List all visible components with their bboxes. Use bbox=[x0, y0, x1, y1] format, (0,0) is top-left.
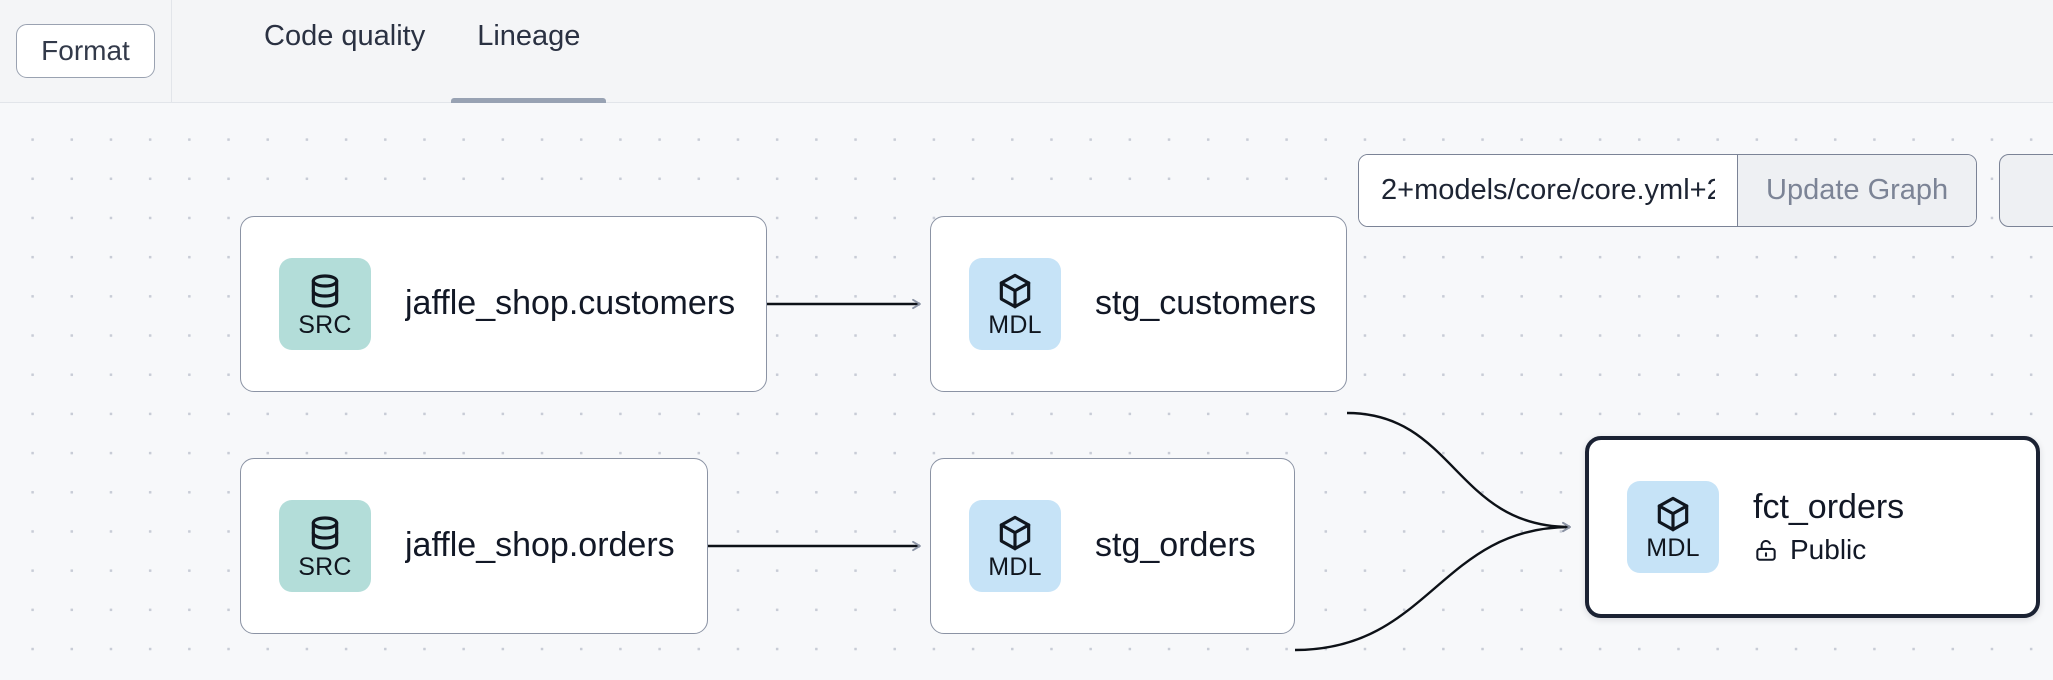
dbt-selector-input[interactable] bbox=[1359, 155, 1737, 226]
node-title: fct_orders bbox=[1753, 487, 1905, 526]
node-title: stg_orders bbox=[1095, 526, 1256, 565]
node-badge-mdl: MDL bbox=[969, 500, 1061, 592]
lineage-node-fct-orders[interactable]: MDL fct_orders Public bbox=[1585, 436, 2040, 618]
node-badge-mdl: MDL bbox=[969, 258, 1061, 350]
unlock-icon bbox=[1756, 540, 1776, 561]
lineage-canvas[interactable]: SRC jaffle_shop.customers SRC jaffle_sho… bbox=[0, 103, 2053, 680]
tab-label: Lineage bbox=[477, 19, 581, 52]
node-badge-mdl: MDL bbox=[1627, 481, 1719, 573]
edge-stgcustomers-to-fctorders bbox=[1346, 411, 1571, 533]
node-title: jaffle_shop.customers bbox=[405, 284, 736, 323]
lineage-node-stg-orders[interactable]: MDL stg_orders bbox=[930, 458, 1295, 634]
edge-stgorders-to-fctorders bbox=[1294, 521, 1571, 652]
node-badge-label: SRC bbox=[298, 552, 352, 581]
tab-code-quality[interactable]: Code quality bbox=[238, 0, 451, 103]
node-badge-label: MDL bbox=[1646, 533, 1700, 562]
tab-label: Code quality bbox=[264, 19, 426, 52]
node-visibility: Public bbox=[1753, 534, 1904, 566]
cube-icon bbox=[1657, 496, 1689, 531]
tab-underline bbox=[451, 97, 607, 103]
node-visibility-label: Public bbox=[1790, 533, 1867, 565]
node-body: jaffle_shop.customers bbox=[405, 284, 735, 323]
tab-bar: Code quality Lineage bbox=[172, 0, 2053, 103]
top-toolbar: Format Code quality Lineage bbox=[0, 0, 2053, 103]
node-body: jaffle_shop.orders bbox=[405, 526, 675, 565]
node-title: stg_customers bbox=[1095, 284, 1317, 323]
graph-toolbar: Update Graph bbox=[1358, 154, 2053, 227]
node-badge-label: MDL bbox=[988, 310, 1042, 339]
database-icon bbox=[311, 515, 339, 550]
lineage-node-jaffle-shop-orders[interactable]: SRC jaffle_shop.orders bbox=[240, 458, 708, 634]
node-body: stg_customers bbox=[1095, 284, 1316, 323]
selector-group: Update Graph bbox=[1358, 154, 1978, 227]
update-graph-button[interactable]: Update Graph bbox=[1737, 155, 1977, 226]
format-button[interactable]: Format bbox=[16, 24, 155, 78]
cube-icon bbox=[999, 273, 1031, 308]
node-body: fct_orders Public bbox=[1753, 488, 1904, 566]
node-badge-src: SRC bbox=[279, 258, 371, 350]
node-badge-label: MDL bbox=[988, 552, 1042, 581]
database-icon bbox=[311, 273, 339, 308]
lineage-node-jaffle-shop-customers[interactable]: SRC jaffle_shop.customers bbox=[240, 216, 767, 392]
node-badge-label: SRC bbox=[298, 310, 352, 339]
lineage-node-stg-customers[interactable]: MDL stg_customers bbox=[930, 216, 1347, 392]
node-title: jaffle_shop.orders bbox=[405, 526, 675, 565]
tab-lineage[interactable]: Lineage bbox=[451, 0, 607, 103]
node-body: stg_orders bbox=[1095, 526, 1256, 565]
format-button-container: Format bbox=[0, 0, 172, 103]
node-badge-src: SRC bbox=[279, 500, 371, 592]
graph-options-button[interactable] bbox=[1999, 154, 2053, 227]
cube-icon bbox=[999, 515, 1031, 550]
